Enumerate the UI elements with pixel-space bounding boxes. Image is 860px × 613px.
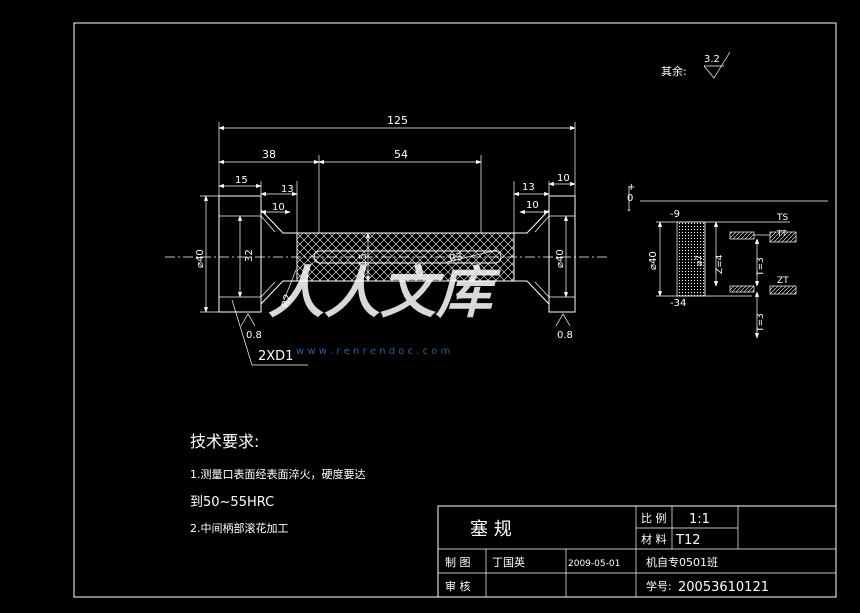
roughness-value: 3.2 xyxy=(704,54,720,65)
student-id: 20053610121 xyxy=(678,580,769,595)
tol-diameter: ⌀40 xyxy=(648,251,659,270)
class-name: 机自专0501班 xyxy=(646,555,718,569)
dim-left-step: 13 xyxy=(281,184,294,195)
tolerance-diagram: + 0 - ⌀40 -9 -34 ⌀7 Z=4 TS TT T=3 ZT T=3 xyxy=(627,182,828,339)
dim-neck-diameter: 15 xyxy=(358,253,369,266)
roughness-prefix: 其余: xyxy=(661,64,687,78)
student-label: 学号: xyxy=(646,579,672,593)
tol-lower: -34 xyxy=(670,298,686,309)
scale-value: 1:1 xyxy=(689,512,710,527)
tol-tt: TT xyxy=(776,229,787,238)
dim-left-taper: 10 xyxy=(272,202,285,213)
title-block: 塞 规 比 例 1:1 材 料 T12 制 图 丁国英 2009-05-01 机… xyxy=(437,505,837,598)
tol-ts: TS xyxy=(776,213,788,223)
dim-left-body: 38 xyxy=(262,148,276,161)
watermark: 人人文库 w w w . r e n r e n d o c . c o m xyxy=(268,261,501,357)
dim-radius-small: R3 xyxy=(448,251,463,265)
rough-left: 0.8 xyxy=(246,330,262,341)
drawer-label: 制 图 xyxy=(445,556,471,569)
dim-overall: 125 xyxy=(387,114,408,127)
tol-plus: + xyxy=(627,182,635,193)
tol-minus: - xyxy=(627,205,631,216)
dim-right-taper: 10 xyxy=(526,200,539,211)
material-value: T12 xyxy=(675,533,700,548)
dim-inner-diameter: 32 xyxy=(244,249,255,262)
center-hole-note: 2XD1 xyxy=(258,349,293,364)
tol-zero: 0 xyxy=(627,193,633,204)
tol-t3b: T=3 xyxy=(756,313,766,333)
dim-right-diameter: ⌀40 xyxy=(555,249,566,268)
dim-middle: 54 xyxy=(394,148,408,161)
part-name: 塞 规 xyxy=(470,519,512,540)
tech-line3: 2.中间柄部滚花加工 xyxy=(190,521,289,535)
dim-left-diameter: ⌀40 xyxy=(195,249,206,268)
dim-left-flange: 15 xyxy=(235,175,248,186)
dim-right-flange: 10 xyxy=(557,173,570,184)
roughness-symbol xyxy=(703,51,731,79)
rough-right: 0.8 xyxy=(557,330,573,341)
tol-shaft-d: ⌀7 xyxy=(695,255,705,266)
material-label: 材 料 xyxy=(641,532,667,546)
tol-t3a: T=3 xyxy=(756,257,766,277)
tol-z4: Z=4 xyxy=(715,254,725,274)
draw-date: 2009-05-01 xyxy=(568,559,620,569)
drawer-name: 丁国英 xyxy=(492,555,525,569)
checker-label: 审 核 xyxy=(445,579,471,593)
watermark-text: 人人文库 xyxy=(268,261,501,326)
tech-line1: 1.测量口表面经表面淬火，硬度要达 xyxy=(190,467,366,481)
scale-label: 比 例 xyxy=(641,511,667,525)
watermark-url: w w w . r e n r e n d o c . c o m xyxy=(296,346,450,357)
tech-heading: 技术要求: xyxy=(190,432,259,451)
tech-line2: 到50~55HRC xyxy=(190,495,274,510)
part-view: 125 38 54 15 13 10 13 10 10 ⌀40 32 xyxy=(165,114,608,366)
tol-zt: ZT xyxy=(777,276,789,286)
dim-right-step: 13 xyxy=(522,182,535,193)
tol-upper: -9 xyxy=(670,209,680,220)
dim-radius-left: R2 xyxy=(280,293,294,309)
technical-requirements: 技术要求: 1.测量口表面经表面淬火，硬度要达 到50~55HRC 2.中间柄部… xyxy=(190,432,366,535)
